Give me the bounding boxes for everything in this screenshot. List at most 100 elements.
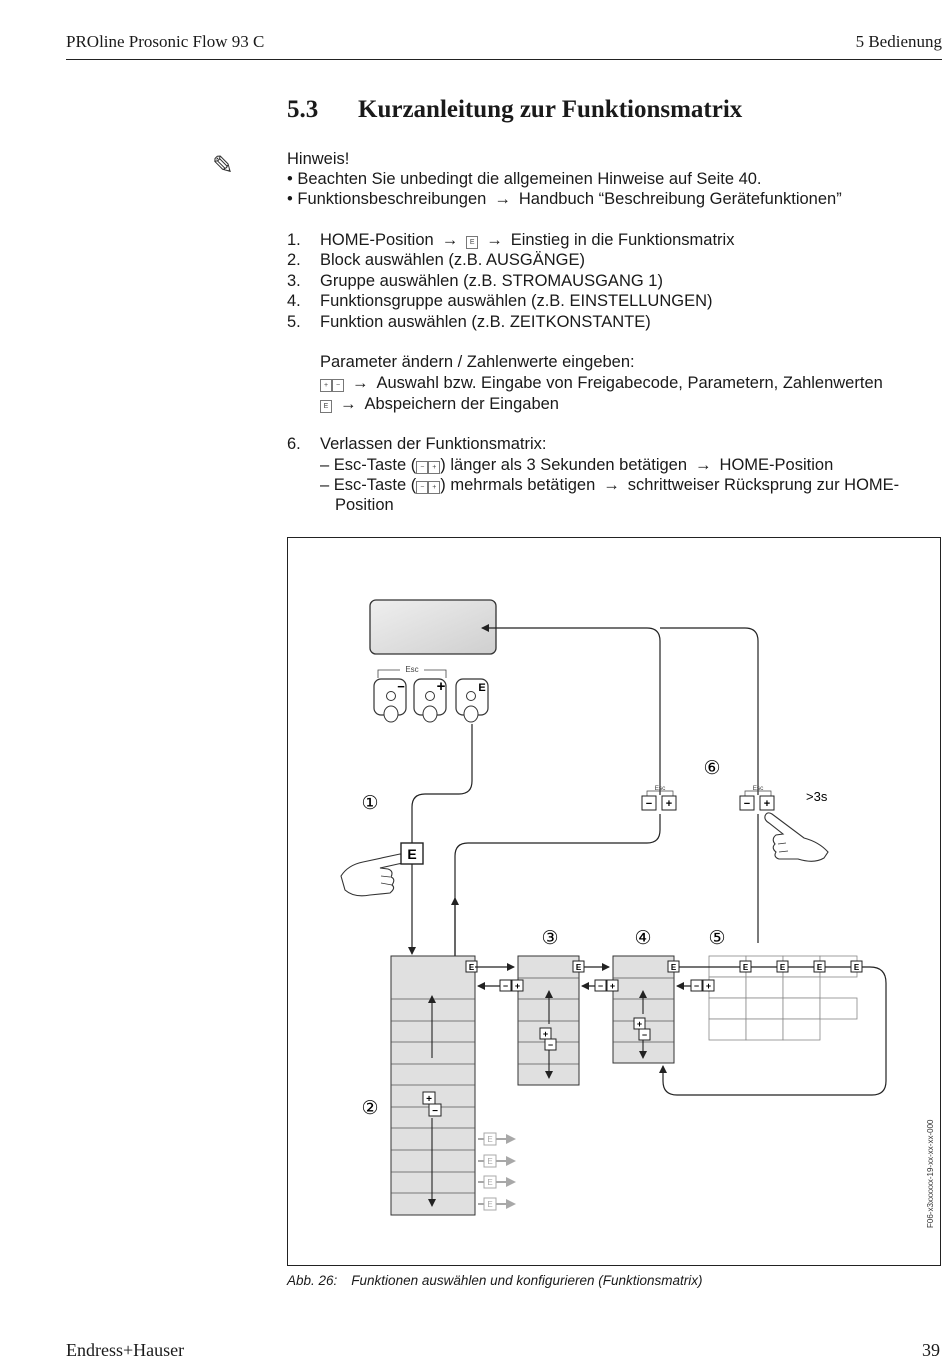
caption-text: Funktionen auswählen und konfigurieren (… [351, 1273, 703, 1288]
enter-key-label: E [407, 846, 416, 862]
param-heading: Parameter ändern / Zahlenwerte eingeben: [320, 353, 635, 371]
header-rule [66, 59, 942, 60]
gray-e-arrows: E E E E [478, 1132, 516, 1211]
step-6a-text-2: ) länger als 3 Sekunden betätigen [440, 456, 688, 474]
plus-key-icon: + [543, 1029, 548, 1039]
minus-button-label: − [397, 679, 405, 694]
label-5: ⑤ [708, 928, 725, 949]
pencil-icon: ✎ [212, 150, 234, 180]
esc-key-pair-1: Esc − + [641, 785, 677, 811]
note-heading: Hinweis! [287, 150, 350, 168]
e-key-icon: E [817, 963, 823, 972]
arrow-icon: → [441, 231, 459, 249]
step-6a-target: HOME-Position [719, 456, 834, 474]
page-number: 39 [922, 1340, 940, 1360]
param-line-1-text: Auswahl bzw. Eingabe von Freigabecode, P… [376, 374, 883, 392]
plus-key-icon: + [637, 1019, 642, 1029]
hand-pointer-icon [340, 853, 407, 897]
e-key-icon: E [320, 400, 332, 413]
header-document-title: PROline Prosonic Flow 93 C [66, 32, 265, 51]
minus-key-icon: − [646, 798, 652, 810]
step-1-text: HOME-Position [320, 231, 434, 249]
function-matrix-figure: Esc − + E Esc − + [287, 537, 941, 1266]
function-group-list: + − [612, 955, 675, 1064]
step-3-number: 3. [287, 272, 301, 290]
step-6-line-a: – Esc-Taste (−+) länger als 3 Sekunden b… [320, 455, 833, 475]
section-number: 5.3 [287, 96, 319, 123]
step-6-number: 6. [287, 435, 301, 453]
arrow-icon: → [352, 374, 369, 392]
step-6b-text: – Esc-Taste ( [320, 476, 417, 494]
e-key-icon: E [487, 1157, 492, 1166]
e-key-icon: E [671, 963, 677, 972]
minus-key-icon: − [744, 798, 750, 810]
step-6b-text-2: ) mehrmals betätigen [440, 476, 596, 494]
caption-label: Abb. 26: [287, 1273, 338, 1288]
step-6-line-b-continued: Position [335, 496, 394, 514]
label-4: ④ [634, 928, 651, 949]
plus-key-icon: + [706, 981, 711, 991]
minus-key-icon: − [598, 981, 603, 991]
minus-key-icon: − [432, 1106, 438, 1117]
minus-key-icon: − [548, 1040, 553, 1050]
minus-key-icon: − [416, 461, 429, 474]
e-key-icon: E [576, 963, 582, 972]
hand-pointer-icon [764, 812, 829, 862]
enter-button-label: E [478, 682, 485, 694]
block-list: + − [390, 955, 476, 1216]
step-5-number: 5. [287, 313, 301, 331]
esc-label: Esc [753, 785, 765, 792]
minus-key-icon: − [642, 1030, 647, 1040]
plus-button-label: + [437, 678, 446, 695]
plus-key-icon: + [426, 1094, 432, 1105]
e-key-icon: E [487, 1200, 492, 1209]
minus-key-icon: − [503, 981, 508, 991]
step-1: HOME-Position → E → Einstieg in die Funktion… [320, 230, 734, 250]
step-1-target: Einstieg in die Funktionsmatrix [510, 231, 735, 249]
step-2: Block auswählen (z.B. AUSGÄNGE) [320, 251, 586, 269]
note-bullet-1: • Beachten Sie unbedingt die allgemeinen… [287, 170, 762, 188]
step-3: Gruppe auswählen (z.B. STROMAUSGANG 1) [320, 272, 663, 290]
esc-key-pair-2: Esc − + [739, 785, 775, 811]
figure-caption: Abb. 26: Funktionen auswählen und konfigu… [287, 1273, 702, 1288]
note-bullet-2-text: • Funktionsbeschreibungen [287, 190, 487, 208]
param-line-2-text: Abspeichern der Eingaben [364, 395, 559, 413]
e-key-icon: E [469, 963, 475, 972]
label-2: ② [361, 1098, 378, 1119]
esc-label: Esc [405, 665, 418, 674]
step-1-number: 1. [287, 231, 301, 249]
plus-key-icon: + [428, 461, 441, 474]
function-matrix-diagram: Esc − + E Esc − + [340, 599, 935, 1228]
param-line-1: +−→Auswahl bzw. Eingabe von Freigabecode… [320, 373, 883, 393]
e-key-icon: E [780, 963, 786, 972]
plus-key-icon: + [610, 981, 615, 991]
label-1: ① [361, 793, 378, 814]
e-key-icon: E [854, 963, 860, 972]
e-key-icon: E [487, 1135, 492, 1144]
param-line-2: E → Abspeichern der Eingaben [320, 394, 559, 414]
step-4: Funktionsgruppe auswählen (z.B. EINSTELL… [320, 292, 713, 310]
step-6b-target: schrittweiser Rücksprung zur HOME- [627, 476, 900, 494]
group-list: + − [517, 955, 580, 1086]
plus-key-icon: + [515, 981, 520, 991]
e-keys-row: E E E E E E [572, 960, 863, 973]
section-title: Kurzanleitung zur Funktionsmatrix [358, 96, 743, 123]
arrow-icon: → [340, 395, 357, 413]
function-grid [708, 955, 858, 1041]
e-key-icon: E [466, 236, 479, 249]
arrow-icon: → [494, 190, 511, 208]
step-4-number: 4. [287, 292, 301, 310]
step-6-line-b: – Esc-Taste (−+) mehrmals betätigen→schr… [320, 475, 899, 495]
device-display [369, 599, 497, 655]
esc-label: Esc [655, 785, 667, 792]
minus-key-icon: − [332, 379, 344, 392]
minus-key-icon: − [694, 981, 699, 991]
header-chapter: 5 Bedienung [855, 32, 942, 51]
label-6: ⑥ [703, 758, 720, 779]
plus-key-icon: + [764, 798, 770, 810]
arrow-icon: → [486, 231, 503, 249]
arrow-icon: → [603, 476, 620, 494]
device-keypad: Esc − + E [373, 663, 489, 723]
arrow-icon: → [695, 456, 712, 474]
plus-key-icon: + [666, 798, 672, 810]
